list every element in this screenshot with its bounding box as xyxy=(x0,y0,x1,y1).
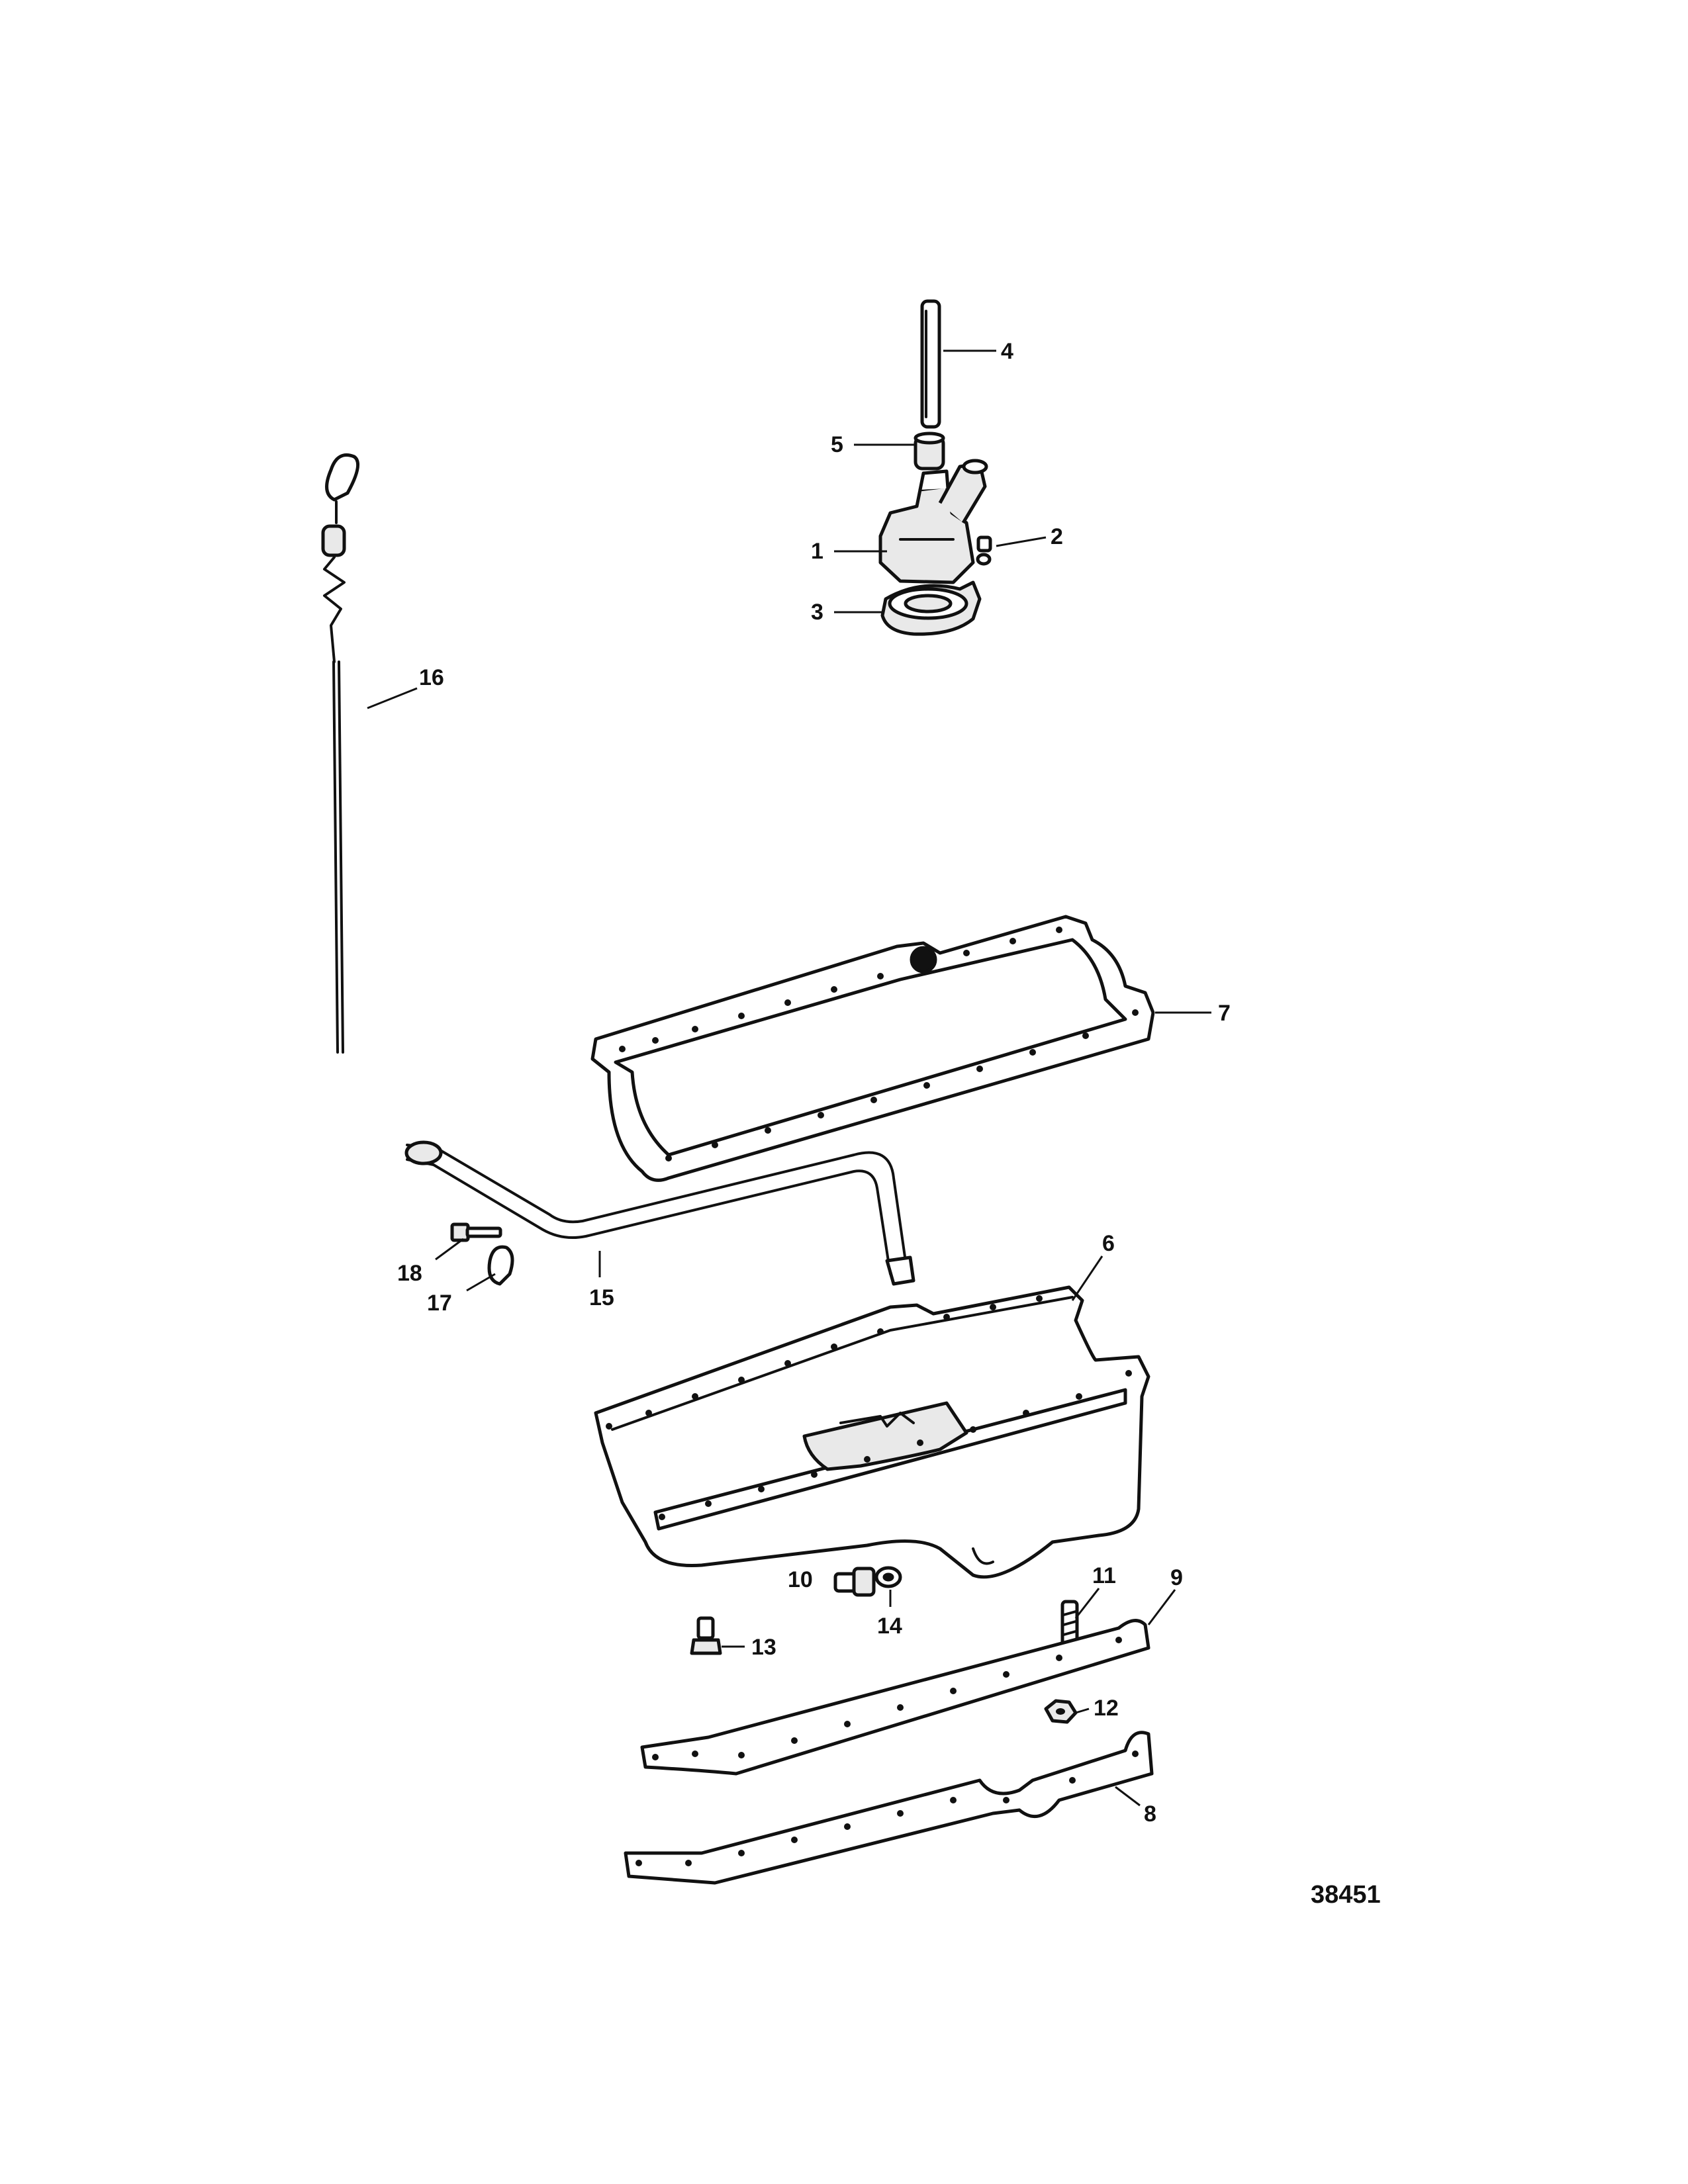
part-pickup-screen xyxy=(880,580,982,636)
callout-18: 18 xyxy=(397,1261,422,1286)
callout-8: 8 xyxy=(1144,1801,1156,1827)
part-clip-bolt xyxy=(450,1222,502,1242)
part-pan-bolt xyxy=(690,1616,722,1655)
callout-17: 17 xyxy=(427,1291,452,1316)
part-pan-gasket-upper xyxy=(590,915,1155,1182)
part-pump-pin xyxy=(976,535,992,566)
callout-15: 15 xyxy=(589,1285,614,1310)
part-dipstick xyxy=(321,453,360,1054)
part-side-gasket-upper xyxy=(640,1619,1150,1776)
part-drain-gasket xyxy=(874,1566,902,1588)
callout-16: 16 xyxy=(419,665,444,690)
callout-13: 13 xyxy=(751,1635,776,1660)
callout-4: 4 xyxy=(1001,339,1013,364)
part-pump-shaft xyxy=(920,299,941,429)
callout-2: 2 xyxy=(1051,524,1063,549)
part-shaft-sleeve xyxy=(914,432,945,471)
callout-1: 1 xyxy=(811,539,823,564)
callout-11: 11 xyxy=(1092,1563,1116,1588)
callout-7: 7 xyxy=(1218,1001,1231,1026)
figure-number: 38451 xyxy=(1311,1881,1381,1909)
part-oil-pump xyxy=(878,459,988,584)
part-tube-clip xyxy=(487,1245,514,1286)
part-side-gasket-lower xyxy=(624,1731,1154,1885)
callout-labels: 1 2 3 4 5 6 7 8 9 10 11 12 13 14 15 16 1… xyxy=(397,339,1231,1827)
leader-lines xyxy=(367,349,1211,1807)
callout-9: 9 xyxy=(1170,1565,1183,1590)
part-oil-pan xyxy=(594,1285,1150,1579)
callout-12: 12 xyxy=(1094,1696,1119,1721)
callout-10: 10 xyxy=(788,1567,813,1592)
callout-14: 14 xyxy=(877,1614,902,1639)
callout-3: 3 xyxy=(811,600,823,625)
part-stud-nut xyxy=(1044,1699,1078,1724)
callout-5: 5 xyxy=(831,432,843,457)
part-drain-plug xyxy=(833,1567,876,1597)
callout-6: 6 xyxy=(1102,1231,1115,1256)
part-dipstick-tube xyxy=(404,1140,915,1286)
